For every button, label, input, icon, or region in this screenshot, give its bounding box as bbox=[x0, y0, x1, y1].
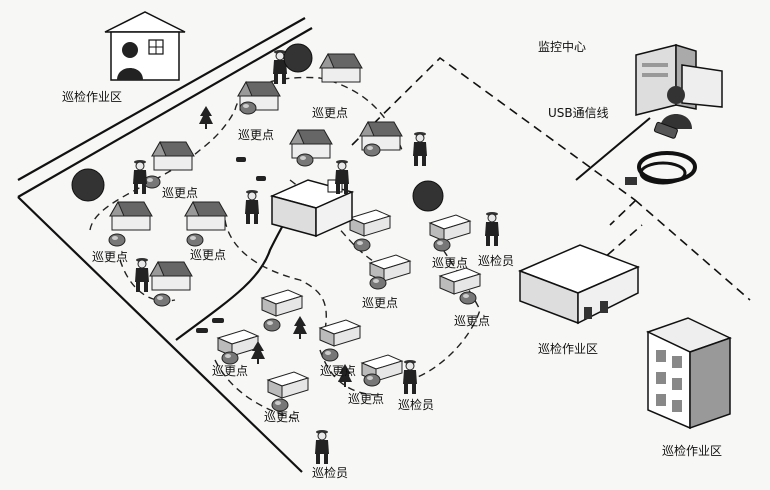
patrol-point-label: 巡更点 bbox=[238, 128, 275, 142]
patrol-point-label: 巡更点 bbox=[312, 106, 349, 120]
usb-cable-line bbox=[575, 117, 651, 181]
comm-lines bbox=[351, 56, 751, 301]
patrol-routes bbox=[89, 76, 481, 421]
usb-cable-icon bbox=[625, 121, 697, 185]
inspector-label: 巡检员 bbox=[398, 398, 435, 412]
station-building bbox=[518, 244, 640, 325]
patrol-point-label: 巡更点 bbox=[348, 392, 385, 406]
patrol-point-label: 巡更点 bbox=[454, 314, 491, 328]
patrol-point-label: 巡更点 bbox=[264, 410, 301, 424]
patrol-point-label: 巡更点 bbox=[162, 186, 199, 200]
house bbox=[319, 53, 363, 83]
box-building bbox=[261, 289, 303, 317]
box-building bbox=[267, 371, 309, 399]
cars bbox=[196, 157, 266, 333]
house bbox=[289, 129, 333, 159]
patrol-point-label: 巡更点 bbox=[432, 256, 469, 270]
patrol-point-label: 巡更点 bbox=[362, 296, 399, 310]
computer-icon bbox=[635, 43, 723, 129]
inspector-label: 巡检员 bbox=[312, 466, 349, 480]
zone-label-top-left: 巡检作业区 bbox=[62, 90, 123, 104]
office-building bbox=[646, 317, 732, 430]
patrol-point-label: 巡更点 bbox=[212, 364, 249, 378]
patrol-point-label: 巡更点 bbox=[92, 250, 129, 264]
house bbox=[151, 141, 195, 171]
patrol-point-label: 巡更点 bbox=[190, 248, 227, 262]
house bbox=[184, 201, 228, 231]
house-top-left bbox=[104, 11, 186, 81]
usb-line-label: USB通信线 bbox=[548, 106, 609, 120]
box-building bbox=[217, 329, 259, 357]
zone-label-bottom-right: 巡检作业区 bbox=[662, 444, 723, 458]
monitor-center-label: 监控中心 bbox=[538, 40, 587, 54]
box-building bbox=[349, 209, 391, 237]
zone-label-mid-right: 巡检作业区 bbox=[538, 342, 599, 356]
house bbox=[109, 201, 153, 231]
inspector-label: 巡检员 bbox=[478, 254, 515, 268]
trees bbox=[71, 43, 444, 387]
house bbox=[149, 261, 193, 291]
box-building bbox=[429, 214, 471, 242]
patrol-point-label: 巡更点 bbox=[320, 364, 357, 378]
box-building bbox=[439, 267, 481, 295]
